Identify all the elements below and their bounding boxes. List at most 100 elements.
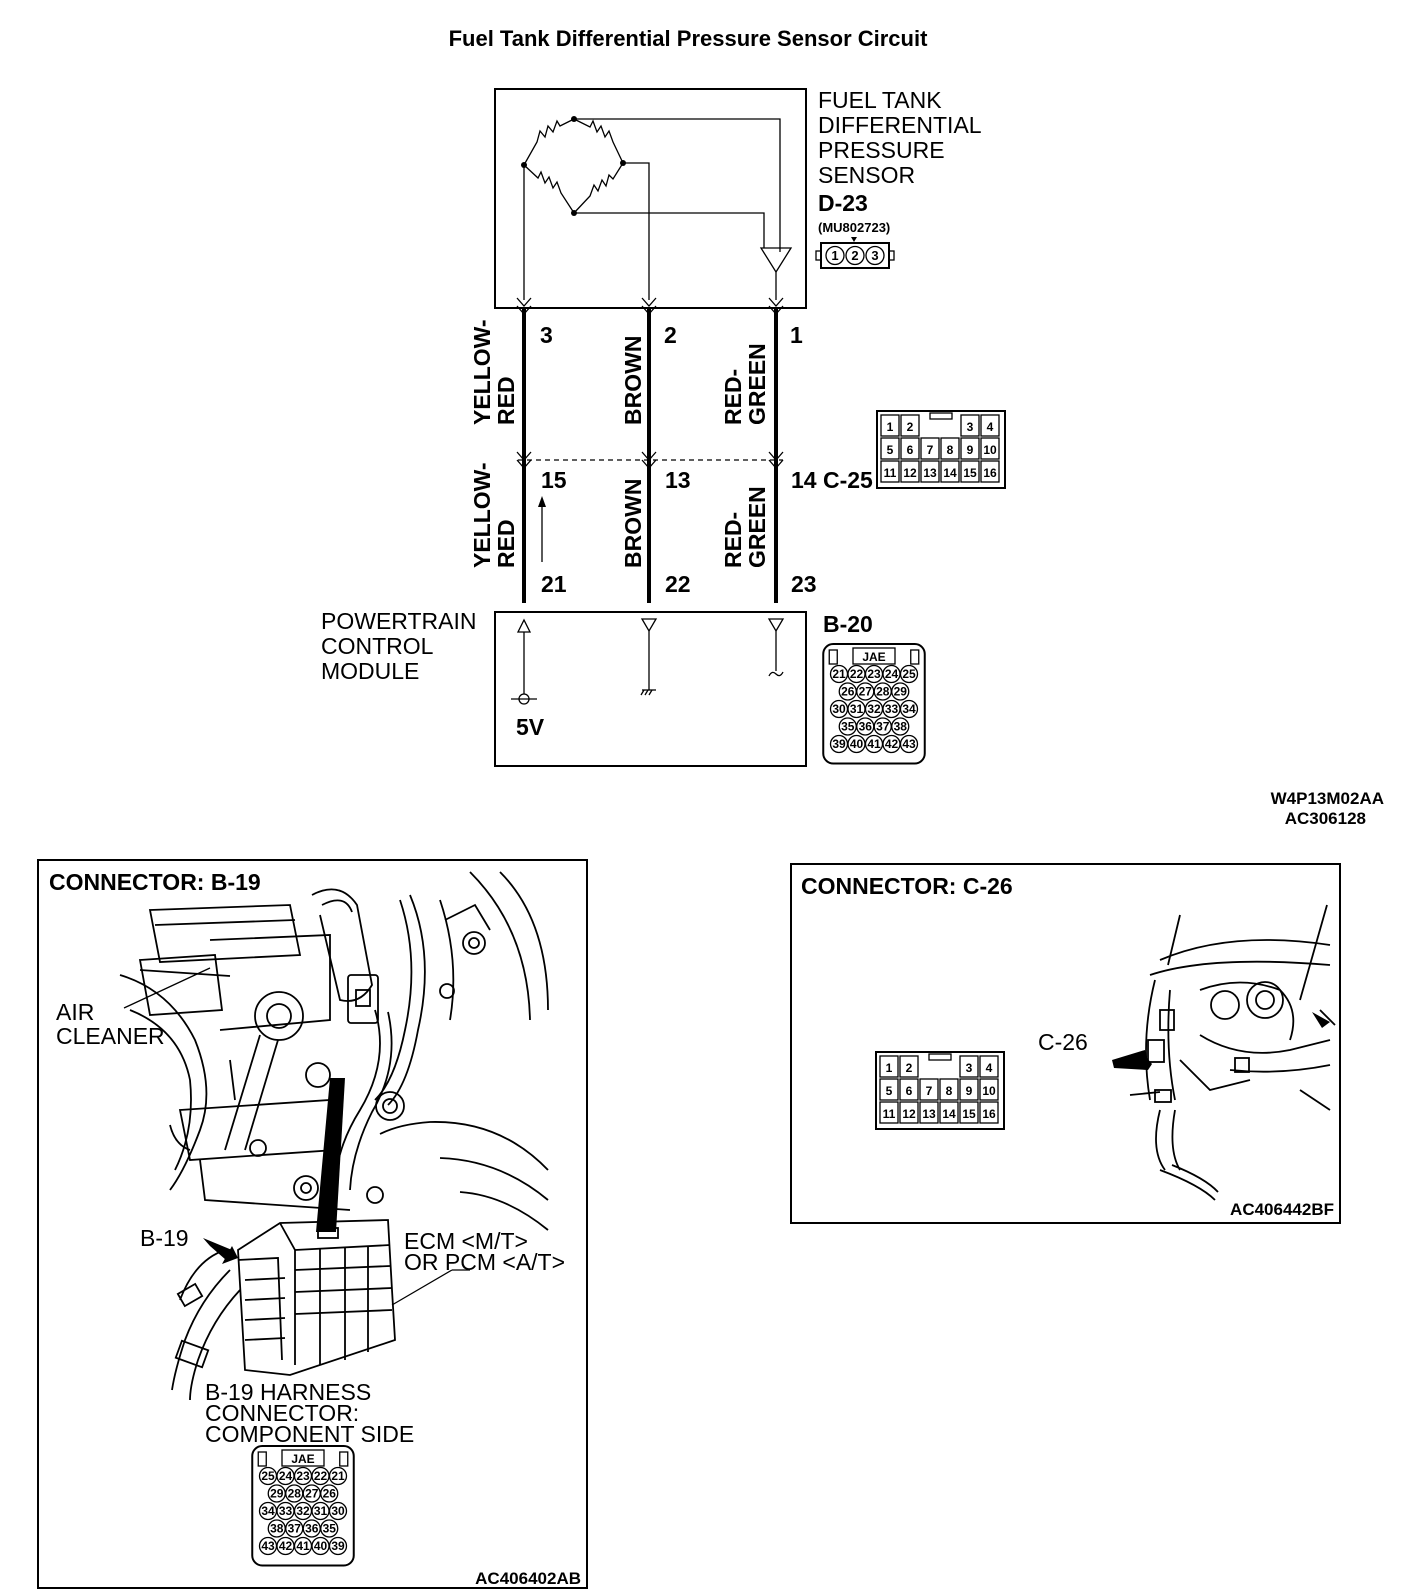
pcm-pin-label: 21 bbox=[541, 571, 567, 597]
b19-pin: 32 bbox=[296, 1504, 310, 1518]
b19-pin: 30 bbox=[331, 1504, 345, 1518]
b19-pin: 39 bbox=[331, 1539, 345, 1553]
c26-cell bbox=[879, 1101, 899, 1124]
c26-pin: 13 bbox=[922, 1107, 936, 1121]
c26-pointer-label: C-26 bbox=[1038, 1029, 1088, 1055]
b20-cell bbox=[899, 699, 919, 719]
c25-pin: 7 bbox=[927, 443, 934, 457]
c25-label: C-25 bbox=[823, 467, 873, 493]
c26-cell bbox=[919, 1078, 939, 1101]
c25-pin: 11 bbox=[884, 466, 897, 480]
b19-cell bbox=[328, 1536, 348, 1556]
pcm-voltage: 5V bbox=[516, 714, 545, 740]
d23-pin: 2 bbox=[851, 248, 858, 263]
c25-pin: 10 bbox=[983, 443, 997, 457]
b20-pin: 41 bbox=[867, 737, 881, 751]
ecm-module-illustration bbox=[171, 1219, 396, 1401]
c26-pin: 14 bbox=[942, 1107, 956, 1121]
d23-pin: 1 bbox=[831, 248, 838, 263]
c26-pin: 5 bbox=[886, 1084, 893, 1098]
c26-cell bbox=[959, 1055, 979, 1078]
d23-pin: 3 bbox=[871, 248, 878, 263]
b19-pin: 37 bbox=[288, 1522, 302, 1536]
b19-harness-label: B-19 HARNESS CONNECTOR: COMPONENT SIDE bbox=[205, 1379, 414, 1447]
c26-cell bbox=[899, 1078, 919, 1101]
wire-color-label: BROWN bbox=[620, 479, 646, 568]
sensor-part-number: (MU802723) bbox=[818, 220, 890, 235]
pcm-box bbox=[494, 611, 807, 767]
engine-bay-illustration bbox=[119, 871, 549, 1232]
c25-cell bbox=[880, 414, 900, 437]
c26-pin: 1 bbox=[886, 1061, 893, 1075]
c25-cell bbox=[980, 460, 1000, 483]
c26-cell bbox=[899, 1101, 919, 1124]
b19-pin: 29 bbox=[270, 1487, 284, 1501]
b20-pin: 39 bbox=[832, 737, 846, 751]
panel-c26-border bbox=[790, 863, 1341, 1224]
sensor-label: FUEL TANK DIFFERENTIAL PRESSURE SENSOR bbox=[818, 87, 987, 188]
panel-c26-title: CONNECTOR: C-26 bbox=[801, 873, 1013, 899]
b20-pin: 37 bbox=[876, 720, 890, 734]
c26-pin: 7 bbox=[926, 1084, 933, 1098]
c26-pin: 11 bbox=[883, 1107, 896, 1121]
bridge-resistor-network bbox=[521, 116, 793, 300]
b20-pin: 27 bbox=[859, 685, 873, 699]
c26-pin: 9 bbox=[966, 1084, 973, 1098]
b20-pin: 25 bbox=[902, 667, 916, 681]
b19-callout-lines bbox=[123, 967, 470, 1306]
b20-cell bbox=[899, 734, 919, 754]
sensor-box bbox=[494, 88, 807, 309]
b20-pin: 21 bbox=[832, 667, 846, 681]
b20-pin: 38 bbox=[894, 720, 908, 734]
c25-cell bbox=[940, 460, 960, 483]
c26-pin: 12 bbox=[902, 1107, 916, 1121]
b19-pin: 41 bbox=[296, 1539, 310, 1553]
c25-terminal-marks bbox=[516, 451, 784, 469]
c25-cell bbox=[980, 437, 1000, 460]
wire-color-label: RED- GREEN bbox=[720, 486, 770, 568]
b19-pin: 36 bbox=[305, 1522, 319, 1536]
wire-color-label: YELLOW- RED bbox=[469, 456, 519, 568]
b19-cell bbox=[320, 1484, 339, 1503]
dashboard-illustration bbox=[1112, 904, 1336, 1201]
b20-pin: 43 bbox=[902, 737, 916, 751]
b19-pin: 26 bbox=[323, 1487, 337, 1501]
b20-pin: 26 bbox=[841, 685, 855, 699]
diagram-id: W4P13M02AA bbox=[1271, 789, 1384, 808]
sensor-connector-id: D-23 bbox=[818, 190, 868, 216]
c25-cell bbox=[880, 437, 900, 460]
b19-pin: 35 bbox=[323, 1522, 337, 1536]
c25-pin: 14 bbox=[943, 466, 957, 480]
b19-cell bbox=[328, 1501, 348, 1521]
c26-cell bbox=[979, 1055, 999, 1078]
b19-pin: 33 bbox=[279, 1504, 293, 1518]
c26-pin: 2 bbox=[906, 1061, 913, 1075]
b19-pin: 31 bbox=[314, 1504, 328, 1518]
b20-pin: 32 bbox=[867, 702, 881, 716]
c25-cell bbox=[920, 460, 940, 483]
air-cleaner-label: AIR CLEANER bbox=[56, 999, 165, 1049]
diagram-title: Fuel Tank Differential Pressure Sensor C… bbox=[449, 26, 929, 51]
ecm-label: ECM <M/T> OR PCM <A/T> bbox=[404, 1228, 565, 1275]
wire-color-label: YELLOW- RED bbox=[469, 313, 519, 425]
c25-pin: 12 bbox=[903, 466, 917, 480]
panel-b19-code: AC406402AB bbox=[475, 1569, 581, 1588]
c26-cell bbox=[939, 1101, 959, 1124]
c26-cell bbox=[979, 1078, 999, 1101]
c25-cell bbox=[920, 437, 940, 460]
c25-pin: 16 bbox=[983, 466, 997, 480]
b19-pin: 28 bbox=[288, 1487, 302, 1501]
d23-connector-face: 1 2 3 bbox=[815, 237, 895, 269]
b19-pin: 34 bbox=[261, 1504, 275, 1518]
b19-cell bbox=[328, 1466, 348, 1486]
c26-cell bbox=[879, 1055, 899, 1078]
sensor-terminal-marks bbox=[516, 297, 784, 315]
c26-pin: 3 bbox=[966, 1061, 973, 1075]
b20-pin: 40 bbox=[850, 737, 864, 751]
b19-tag: JAE bbox=[291, 1452, 314, 1466]
b20-pin: 29 bbox=[894, 685, 908, 699]
c25-cell bbox=[900, 437, 920, 460]
c25-pin: 1 bbox=[887, 420, 894, 434]
